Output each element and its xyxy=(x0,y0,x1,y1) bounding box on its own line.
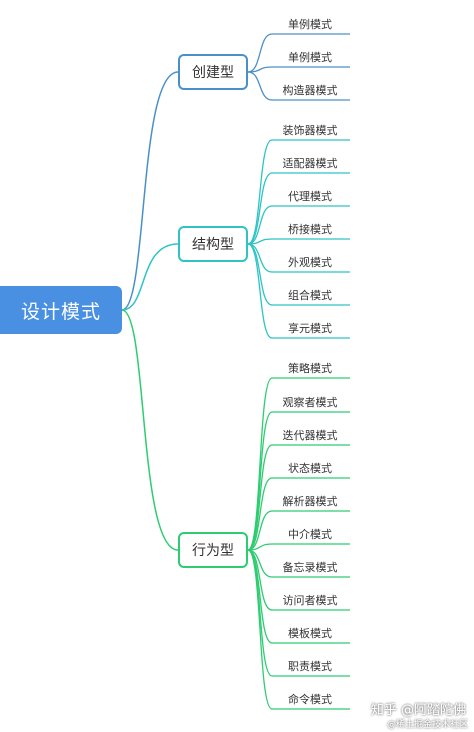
leaf-connector xyxy=(247,238,350,245)
leaf-connector xyxy=(247,510,350,551)
leaf-label: 单例模式 xyxy=(288,51,332,64)
category-label: 结构型 xyxy=(192,237,234,253)
category-label: 创建型 xyxy=(192,65,234,81)
category-node-creational: 创建型 xyxy=(178,54,248,90)
leaf-label: 命令模式 xyxy=(288,693,332,706)
leaf-connector xyxy=(247,66,350,73)
leaf-node: 单例模式 xyxy=(268,47,352,67)
leaf-connector xyxy=(247,444,350,551)
leaf-label: 迭代器模式 xyxy=(282,429,338,442)
leaf-node: 组合模式 xyxy=(268,285,352,305)
leaf-node: 外观模式 xyxy=(268,252,352,272)
leaf-label: 适配器模式 xyxy=(282,157,338,170)
leaf-node: 中介模式 xyxy=(268,524,352,544)
leaf-connector xyxy=(247,33,350,73)
leaf-label: 策略模式 xyxy=(288,362,332,375)
category-node-behavioral: 行为型 xyxy=(178,532,248,568)
leaf-label: 单例模式 xyxy=(288,18,332,31)
leaf-connector xyxy=(247,243,350,339)
root-connector xyxy=(121,243,179,311)
watermark: 知乎 @阿踏陀佛 xyxy=(371,699,466,718)
leaf-node: 策略模式 xyxy=(268,358,352,378)
leaf-label: 装饰器模式 xyxy=(282,124,338,137)
leaf-label: 构造器模式 xyxy=(282,84,338,97)
leaf-node: 构造器模式 xyxy=(268,80,352,100)
leaf-label: 状态模式 xyxy=(288,462,332,475)
leaf-connector xyxy=(247,549,350,710)
leaf-node: 代理模式 xyxy=(268,186,352,206)
category-node-structural: 结构型 xyxy=(178,226,248,262)
leaf-label: 桥接模式 xyxy=(288,223,332,236)
leaf-connector xyxy=(247,205,350,245)
leaf-connector xyxy=(247,71,350,101)
watermark-text: 知乎 @阿踏陀佛 xyxy=(370,703,466,718)
leaf-connector xyxy=(247,477,350,551)
leaf-node: 职责模式 xyxy=(268,656,352,676)
leaf-label: 代理模式 xyxy=(288,190,332,203)
leaf-node: 适配器模式 xyxy=(268,153,352,173)
leaf-node: 解析器模式 xyxy=(268,491,352,511)
leaf-node: 桥接模式 xyxy=(268,219,352,239)
leaf-label: 备忘录模式 xyxy=(282,561,338,574)
leaf-node: 单例模式 xyxy=(268,14,352,34)
leaf-node: 命令模式 xyxy=(268,689,352,709)
leaf-node: 状态模式 xyxy=(268,458,352,478)
leaf-label: 模板模式 xyxy=(288,627,332,640)
leaf-label: 中介模式 xyxy=(288,528,332,541)
leaf-label: 观察者模式 xyxy=(282,396,338,409)
leaf-node: 模板模式 xyxy=(268,623,352,643)
leaf-label: 享元模式 xyxy=(288,322,332,335)
leaf-node: 装饰器模式 xyxy=(268,120,352,140)
leaf-node: 迭代器模式 xyxy=(268,425,352,445)
leaf-label: 组合模式 xyxy=(288,289,332,302)
root-label: 设计模式 xyxy=(20,300,101,323)
leaf-node: 访问者模式 xyxy=(268,590,352,610)
root-node: 设计模式 xyxy=(0,286,122,334)
leaf-node: 备忘录模式 xyxy=(268,557,352,577)
leaf-label: 外观模式 xyxy=(288,256,332,269)
watermark-subtext: @稀土掘金技术社区 xyxy=(386,720,468,730)
leaf-connector xyxy=(247,543,350,551)
root-connector xyxy=(121,71,179,311)
leaf-label: 访问者模式 xyxy=(282,594,338,607)
leaf-connector xyxy=(247,172,350,245)
category-label: 行为型 xyxy=(192,543,234,559)
leaf-label: 职责模式 xyxy=(288,660,332,673)
leaf-node: 享元模式 xyxy=(268,318,352,338)
leaf-connector xyxy=(247,411,350,551)
leaf-label: 解析器模式 xyxy=(282,495,338,508)
root-connector xyxy=(121,309,179,551)
watermark-sub: @稀土掘金技术社区 xyxy=(387,717,468,730)
leaf-node: 观察者模式 xyxy=(268,392,352,412)
leaf-connector xyxy=(247,139,350,245)
